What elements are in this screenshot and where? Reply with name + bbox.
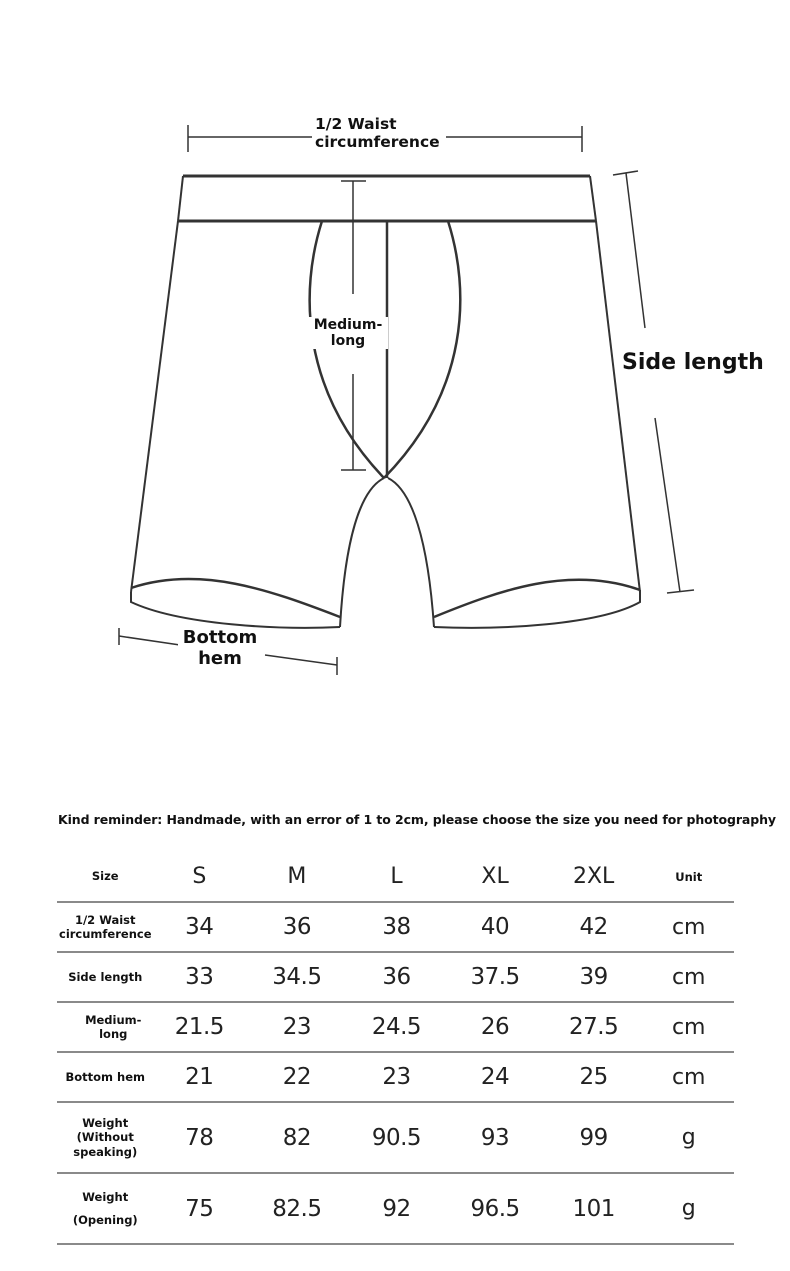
cell-value: 25	[543, 1052, 644, 1103]
row-label-line1: Weight	[82, 1190, 129, 1205]
cell-value: 96.5	[446, 1173, 544, 1245]
cell-value: 99	[543, 1102, 644, 1174]
shorts-outline-icon	[118, 125, 695, 675]
table-row: Bottom hem 21 22 23 24 25 cm	[57, 1052, 734, 1103]
cell-value: 22	[247, 1052, 347, 1103]
header-size-2xl: 2XL	[543, 852, 644, 903]
cell-unit: cm	[643, 902, 734, 953]
row-label: Side length	[57, 952, 152, 1003]
cell-value: 39	[543, 952, 644, 1003]
shorts-measurement-diagram: 1/2 Waist circumference Medium- long Sid…	[118, 115, 764, 675]
cell-unit: g	[643, 1102, 734, 1174]
cell-value: 36	[247, 902, 347, 953]
table-header-row: Size S M L XL 2XL Unit	[57, 852, 734, 903]
cell-value: 33	[151, 952, 248, 1003]
bottom-hem-label: Bottom hem	[178, 627, 262, 670]
cell-value: 90.5	[346, 1102, 447, 1174]
kind-reminder-note: Kind reminder: Handmade, with an error o…	[58, 812, 776, 827]
cell-unit: g	[643, 1173, 734, 1245]
row-label-line1: Weight	[82, 1115, 129, 1130]
header-size-l: L	[346, 852, 447, 903]
row-label-line2: circumference	[59, 927, 152, 941]
cell-value: 24.5	[346, 1002, 447, 1053]
row-label-line3: speaking)	[73, 1144, 138, 1159]
cell-value: 93	[446, 1102, 544, 1174]
cell-value: 26	[446, 1002, 544, 1053]
table-row: Weight (Opening) 75 82.5 92 96.5 101 g	[57, 1173, 734, 1245]
header-size-label: Size	[57, 852, 152, 903]
table-row: 1/2 Waist circumference 34 36 38 40 42 c…	[57, 902, 734, 953]
cell-value: 40	[446, 902, 544, 953]
cell-value: 101	[543, 1173, 644, 1245]
hem-label-line1: Bottom	[182, 627, 258, 648]
cell-value: 92	[346, 1173, 447, 1245]
row-label: Bottom hem	[57, 1052, 152, 1103]
row-label: Weight (Opening)	[57, 1173, 152, 1245]
row-label-line1: Medium-	[85, 1012, 142, 1027]
cell-value: 24	[446, 1052, 544, 1103]
table-row: Medium- long 21.5 23 24.5 26 27.5 cm	[57, 1002, 734, 1053]
waist-label-line2: circumference	[315, 132, 440, 151]
cell-unit: cm	[643, 1052, 734, 1103]
header-size-m: M	[247, 852, 347, 903]
waist-label-line1: 1/2 Waist	[315, 115, 397, 133]
table-row: Weight (Without speaking) 78 82 90.5 93 …	[57, 1102, 734, 1174]
cell-value: 34.5	[247, 952, 347, 1003]
waist-label: 1/2 Waist circumference	[315, 115, 440, 152]
cell-value: 23	[247, 1002, 347, 1053]
header-size-xl: XL	[446, 852, 544, 903]
cell-value: 23	[346, 1052, 447, 1103]
cell-value: 37.5	[446, 952, 544, 1003]
row-label: Medium- long	[57, 1002, 152, 1053]
hem-label-line2: hem	[198, 647, 242, 669]
medium-long-label: Medium- long	[308, 317, 388, 350]
cell-value: 38	[346, 902, 447, 953]
side-length-label: Side length	[622, 350, 764, 376]
cell-value: 34	[151, 902, 248, 953]
header-unit-label: Unit	[643, 852, 734, 903]
row-label: Weight (Without speaking)	[57, 1102, 152, 1174]
header-size-s: S	[151, 852, 248, 903]
row-label-line2: long	[99, 1027, 128, 1041]
row-label-line2: (Opening)	[72, 1212, 138, 1227]
medium-label-line2: long	[330, 333, 366, 350]
cell-value: 82	[247, 1102, 347, 1174]
row-label: 1/2 Waist circumference	[57, 902, 152, 953]
cell-value: 36	[346, 952, 447, 1003]
cell-unit: cm	[643, 952, 734, 1003]
row-label-line1: 1/2 Waist	[74, 912, 136, 927]
cell-value: 75	[151, 1173, 248, 1245]
cell-value: 42	[543, 902, 644, 953]
cell-unit: cm	[643, 1002, 734, 1053]
cell-value: 82.5	[247, 1173, 347, 1245]
cell-value: 78	[151, 1102, 248, 1174]
row-label-line2: (Without	[76, 1130, 134, 1145]
table-row: Side length 33 34.5 36 37.5 39 cm	[57, 952, 734, 1003]
medium-label-line1: Medium-	[313, 317, 383, 333]
size-chart-table: Size S M L XL 2XL Unit 1/2 Waist circumf…	[57, 852, 734, 1245]
cell-value: 21.5	[151, 1002, 248, 1053]
cell-value: 21	[151, 1052, 248, 1103]
cell-value: 27.5	[543, 1002, 644, 1053]
